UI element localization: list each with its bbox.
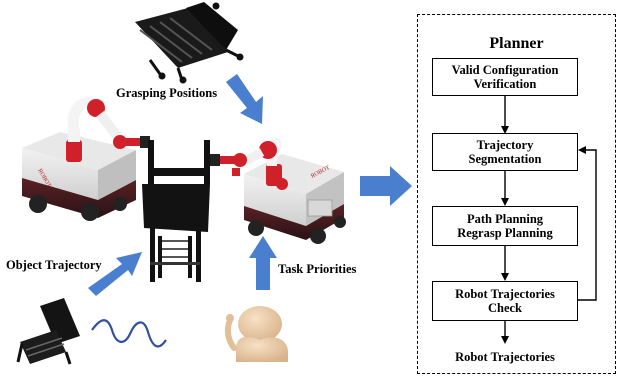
step-line: Trajectory (476, 138, 534, 152)
step-line: Valid Configuration (451, 63, 559, 77)
step-trajectory-segmentation: Trajectory Segmentation (432, 133, 578, 171)
step-line: Path Planning (466, 212, 544, 226)
trajectory-curve (91, 319, 167, 348)
planner-panel: Planner (417, 14, 616, 374)
arrow-into-planner (360, 166, 412, 206)
planner-title: Planner (489, 35, 544, 52)
step-line: Robot Trajectories (455, 287, 555, 301)
small-chair-icon (16, 298, 80, 365)
step-line: Regrasp Planning (457, 226, 553, 240)
step-line: Segmentation (468, 152, 542, 166)
step-line: Verification (473, 77, 537, 91)
step-robot-trajectories-check: Robot Trajectories Check (432, 281, 578, 321)
middle-chair-icon (142, 140, 210, 282)
step-path-regrasp-planning: Path Planning Regrasp Planning (432, 206, 578, 246)
top-chair-icon (135, 2, 244, 84)
planner-output-label: Robot Trajectories (455, 350, 555, 364)
planner-flow-arrows (501, 95, 597, 344)
object-trajectory-label: Object Trajectory (6, 258, 102, 272)
grasping-positions-label: Grasping Positions (116, 86, 218, 100)
step-line: Check (487, 301, 523, 315)
left-robot-icon: ROBOT (22, 97, 150, 221)
arrow-priorities-to-robot (249, 236, 277, 290)
right-robot-icon: ROBOT (210, 137, 346, 244)
person-icon (224, 306, 288, 362)
arrow-grasping-to-robot (226, 74, 263, 124)
step-valid-configuration-verification: Valid Configuration Verification (432, 58, 578, 96)
arrow-trajectory-to-chair (88, 252, 142, 296)
task-priorities-label: Task Priorities (278, 262, 357, 276)
